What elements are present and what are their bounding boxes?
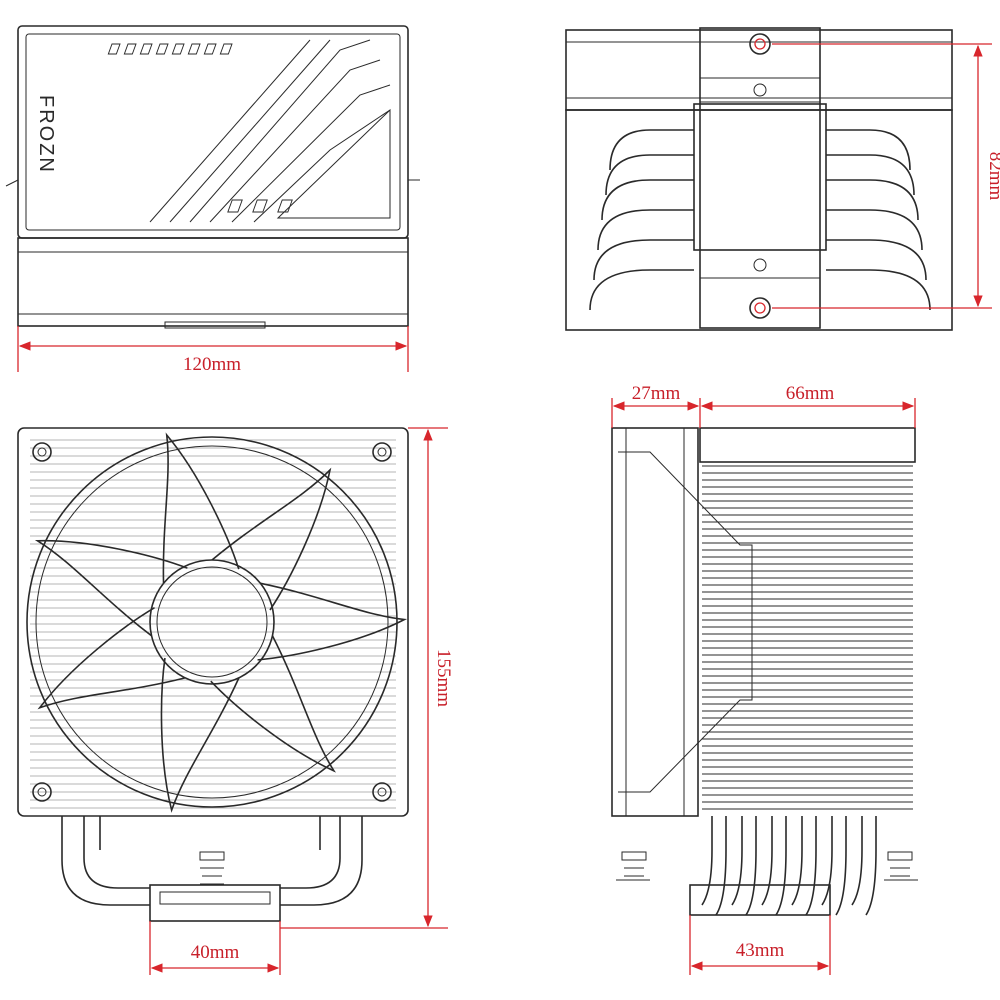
dimension-mount-pitch: 82mm [772, 43, 1000, 309]
label-43mm: 43mm [736, 940, 785, 961]
mount-view [565, 27, 953, 331]
dimension-height: 155mm [280, 427, 454, 929]
label-120mm: 120mm [183, 354, 241, 375]
side-view [611, 427, 918, 916]
label-66mm: 66mm [786, 383, 835, 404]
label-40mm: 40mm [191, 942, 240, 963]
top-view: FROZN [5, 25, 420, 329]
dimension-top-width: 120mm [17, 326, 409, 375]
top-cover-slots [107, 43, 233, 55]
label-82mm: 82mm [985, 152, 1000, 201]
dimension-heatsink-depth: 66mm [700, 383, 916, 428]
front-view [17, 427, 409, 922]
dimension-fan-depth: 27mm [611, 383, 701, 428]
label-155mm: 155mm [433, 649, 454, 707]
brand-logo: FROZN [35, 95, 57, 174]
dimension-base-side: 43mm [689, 915, 831, 975]
label-27mm: 27mm [632, 383, 681, 404]
dimension-base-front: 40mm [149, 921, 281, 975]
